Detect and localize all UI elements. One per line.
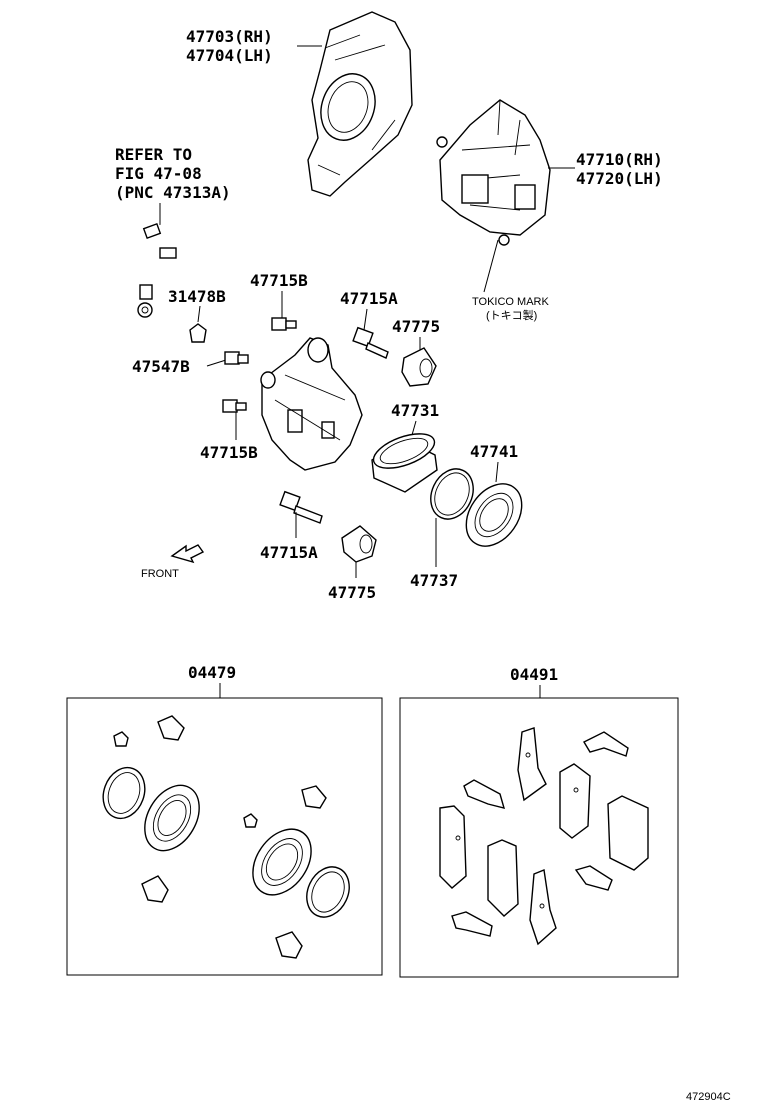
piston-boot-47741 [465, 483, 523, 547]
label-47775-top: 47775 [392, 317, 440, 336]
label-tokico-jp: (トキコ製) [486, 308, 537, 322]
label-tokico-mark: TOKICO MARK [472, 296, 549, 308]
label-04491: 04491 [510, 665, 558, 684]
leader-47715a-top [363, 308, 368, 331]
label-47741: 47741 [470, 442, 518, 461]
label-47703-rh: 47703(RH) [186, 27, 273, 46]
piston-seal-47737 [430, 468, 474, 520]
leader-47547b [206, 359, 227, 367]
label-47704-lh: 47704(LH) [186, 46, 273, 65]
label-47710-rh: 47710(RH) [576, 150, 663, 169]
kit-04491-box [399, 697, 679, 978]
bleeder-plug [224, 351, 249, 365]
label-47715a-bot: 47715A [260, 543, 318, 562]
caliper-bracket [260, 337, 363, 471]
caliper-assembly [436, 99, 551, 246]
label-47715a-top: 47715A [340, 289, 398, 308]
label-04479: 04479 [188, 663, 236, 682]
dust-shield [307, 11, 413, 197]
bolt-47715b-mid [222, 399, 247, 413]
label-front: FRONT [141, 568, 179, 580]
label-47775-bot: 47775 [328, 583, 376, 602]
label-refer-fig: FIG 47-08 [115, 164, 202, 183]
label-refer-pnc: (PNC 47313A) [115, 183, 231, 202]
label-47547b: 47547B [132, 357, 190, 376]
figure-id: 472904C [686, 1091, 731, 1103]
label-47715b-bot: 47715B [200, 443, 258, 462]
kit-04479-box [66, 697, 383, 976]
bolt-47715b-top [271, 317, 297, 331]
leader-47741 [495, 461, 499, 483]
label-47715b-top: 47715B [250, 271, 308, 290]
boot-47775-bot [341, 525, 377, 563]
leader-tokico [483, 239, 499, 293]
label-refer-to: REFER TO [115, 145, 192, 164]
boot-47775-top [401, 347, 437, 387]
label-31478b: 31478B [168, 287, 226, 306]
pin-47715a-bot [279, 490, 323, 524]
leader-31478b [197, 305, 201, 323]
label-47737: 47737 [410, 571, 458, 590]
label-47720-lh: 47720(LH) [576, 169, 663, 188]
kit-04491-contents [439, 727, 649, 946]
piston-47731 [371, 433, 438, 493]
kit-04479-contents [102, 715, 350, 959]
front-arrow-icon [170, 544, 205, 564]
label-47731: 47731 [391, 401, 439, 420]
brake-hose [137, 215, 218, 318]
bleeder-cap [189, 323, 207, 343]
pin-47715a-top [352, 326, 389, 359]
